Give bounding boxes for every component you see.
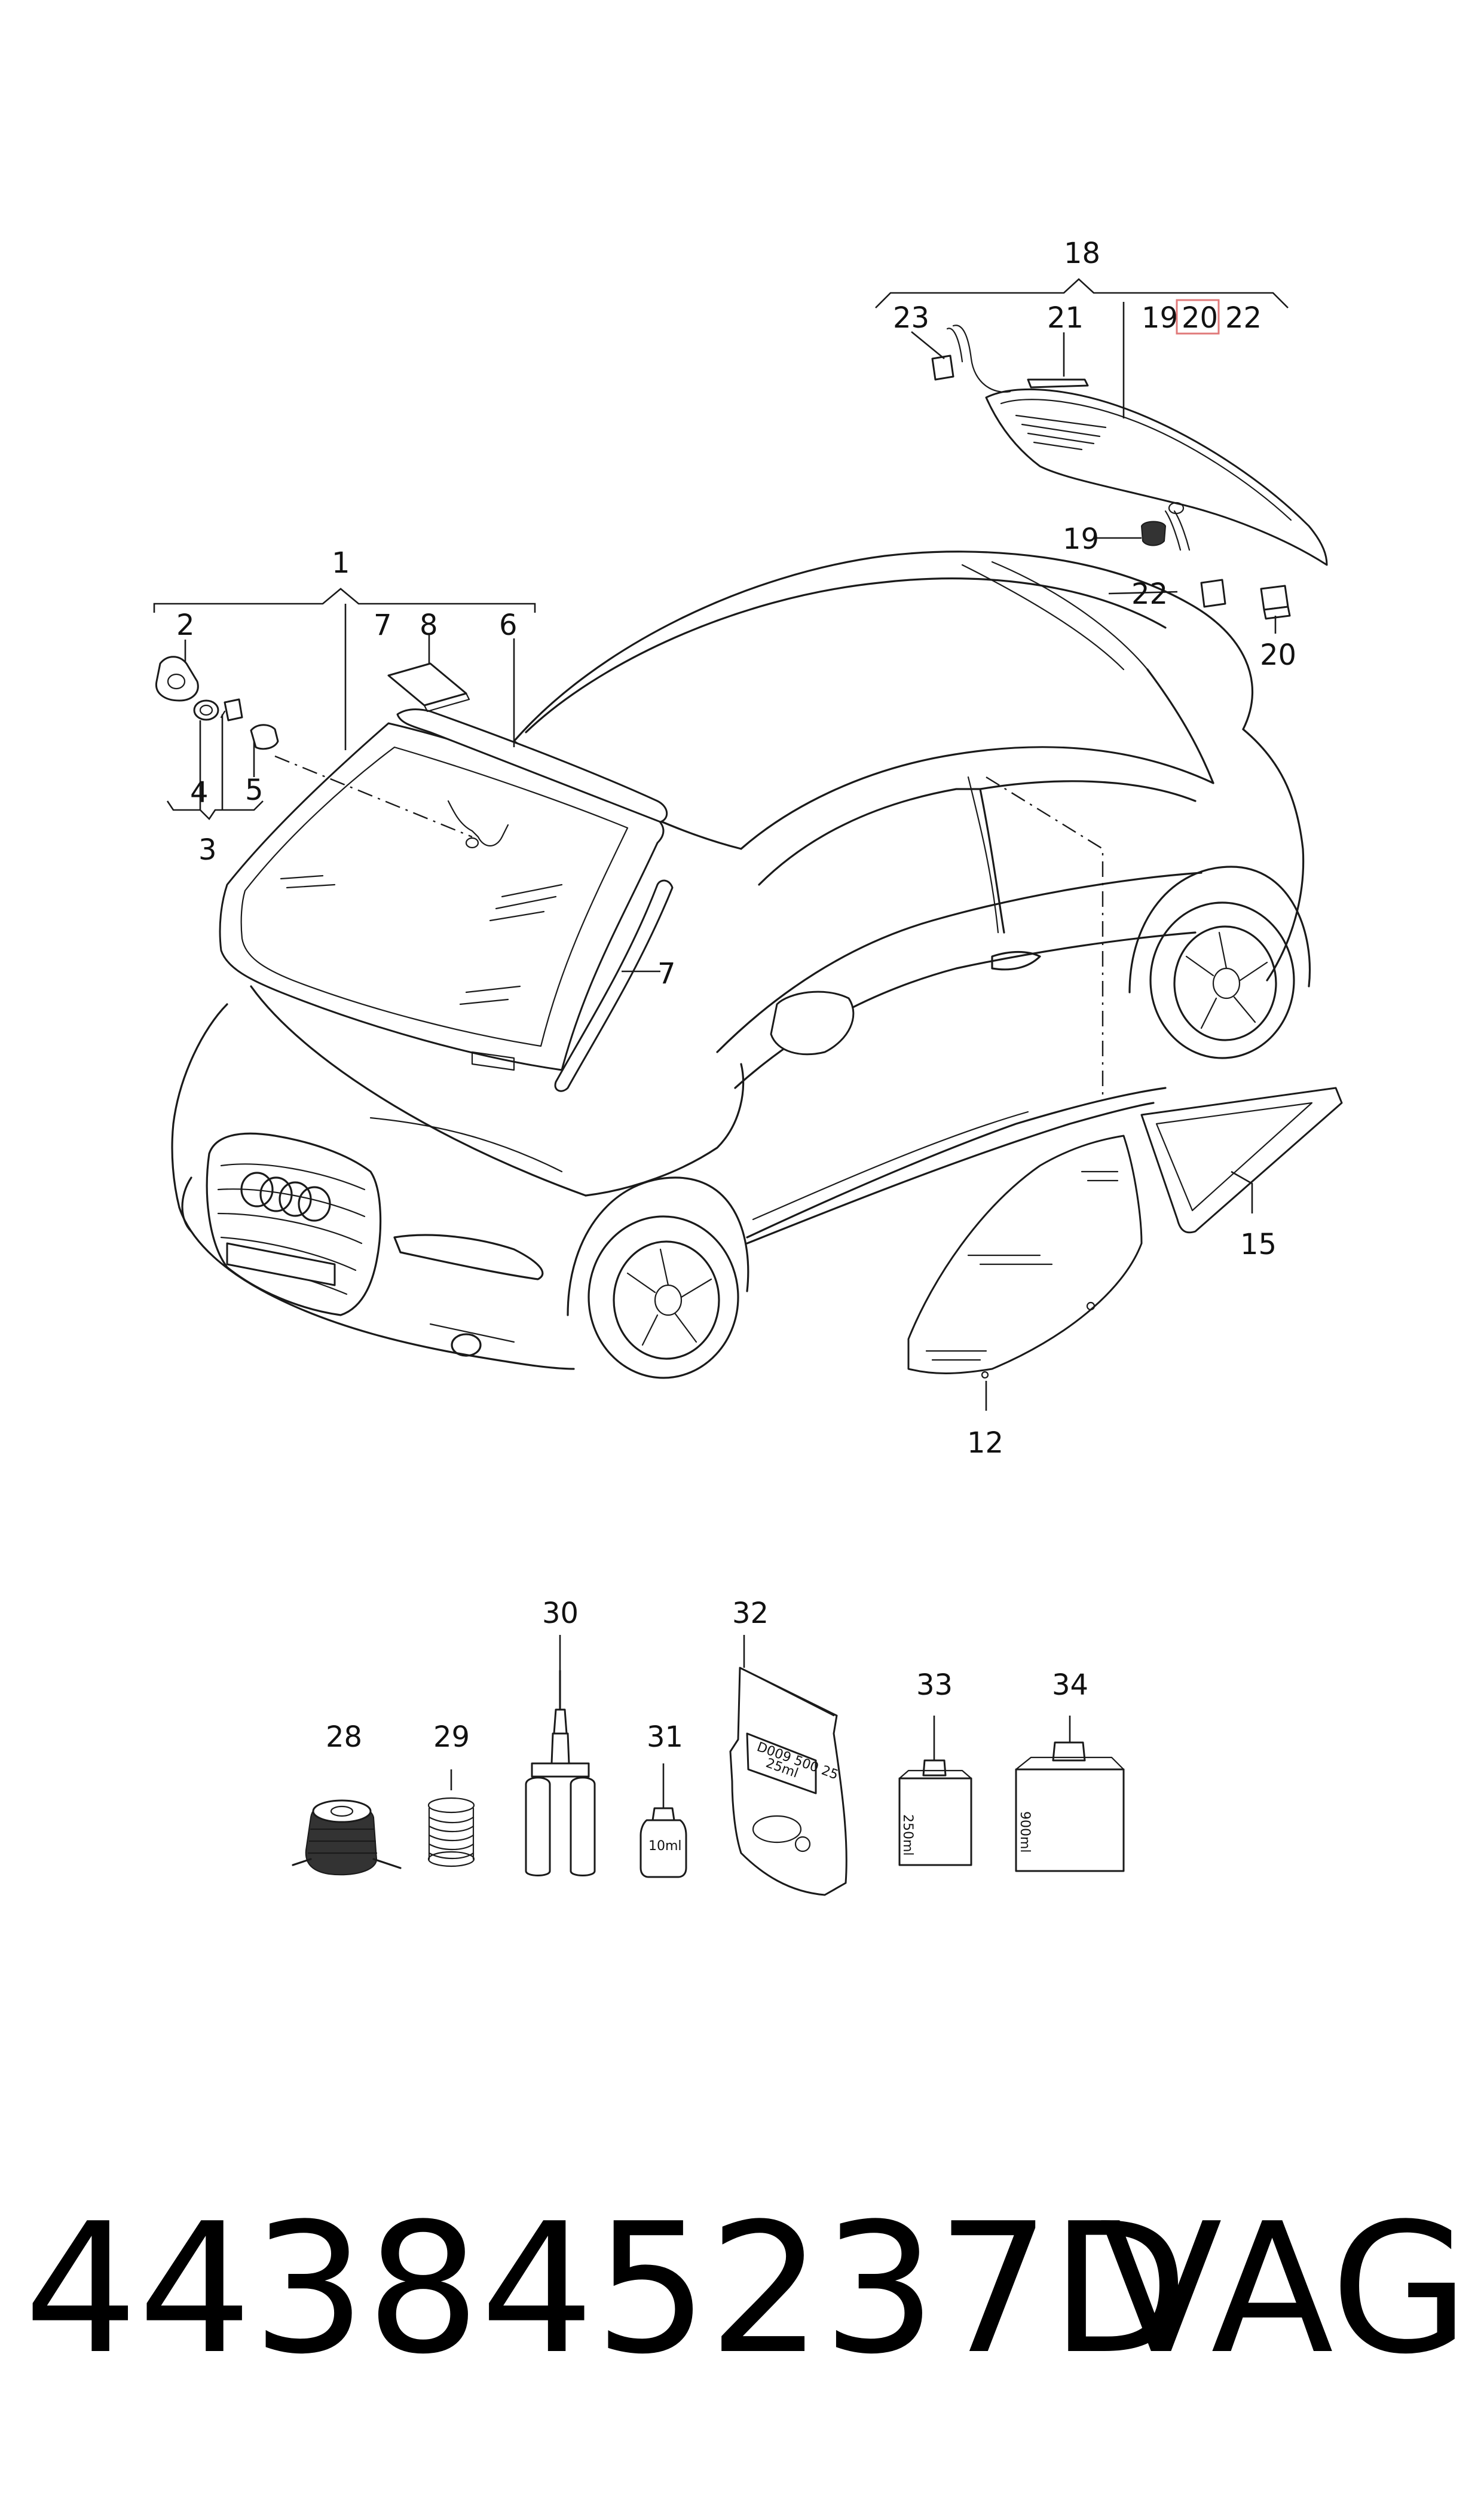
part-number: 443845237D: [24, 2185, 1189, 2393]
callout-2: 2: [176, 609, 195, 642]
bottle-34-label: 900ml: [1017, 1811, 1032, 1853]
callout-5: 5: [245, 774, 264, 807]
door-window-part: [907, 1135, 1143, 1374]
clip-parts: [155, 656, 279, 750]
car-body-illustration: [171, 551, 1311, 1379]
callout-22-side: 22: [1131, 577, 1168, 611]
highlight-box-20: [1176, 299, 1220, 335]
callout-18: 18: [1064, 237, 1100, 270]
callout-31: 31: [647, 1720, 683, 1754]
windscreen-top-trim-part: [396, 708, 668, 823]
door-window-marks: [925, 1170, 1119, 1379]
callout-labels: 1 2 7 8 6 4 5 3 7 18 23 21 19 20 22 19 2…: [176, 237, 1296, 1754]
leader-lines: [153, 278, 1289, 1411]
callout-20-top: 20: [1182, 301, 1218, 335]
callout-1: 1: [332, 546, 350, 580]
callout-12: 12: [967, 1426, 1003, 1460]
rear-window-part: [931, 325, 1328, 620]
bottle-product-31: 10ml: [640, 1763, 687, 1878]
windscreen-part: [219, 722, 665, 1071]
callout-7-top: 7: [374, 609, 392, 642]
bottle-product-34: 900ml: [1015, 1716, 1125, 1872]
bottle-31-label: 10ml: [648, 1839, 682, 1854]
callout-19-top: 19: [1142, 301, 1178, 335]
sticker-part: [387, 662, 467, 707]
cartridge-product-30: [525, 1635, 596, 1876]
callout-8: 8: [420, 609, 438, 642]
bag-product-32: D009 500 25 25ml: [729, 1635, 847, 1896]
callout-21: 21: [1047, 301, 1084, 335]
callout-28: 28: [326, 1720, 362, 1754]
windscreen-side-trim-part: [554, 879, 674, 1092]
bottle-product-33: 250ml: [898, 1716, 972, 1866]
quarter-window-part: [1140, 1087, 1343, 1234]
callout-34: 34: [1052, 1668, 1088, 1702]
spring-product-29: [427, 1769, 475, 1867]
callout-3: 3: [198, 833, 217, 867]
callout-22-top: 22: [1225, 301, 1262, 335]
callout-4: 4: [190, 776, 209, 809]
coil-product-28: [292, 1799, 402, 1876]
callout-19-side: 19: [1063, 522, 1099, 556]
callout-32: 32: [732, 1597, 769, 1630]
callout-33: 33: [916, 1668, 953, 1702]
callout-7-side: 7: [657, 957, 676, 990]
callout-6: 6: [499, 609, 518, 642]
guide-line-quarter-window: [986, 776, 1104, 1100]
callout-15: 15: [1240, 1228, 1277, 1261]
brand-name: VAG: [1100, 2185, 1470, 2393]
guide-line-windscreen: [274, 755, 473, 838]
callout-29: 29: [433, 1720, 470, 1754]
bottle-33-label: 250ml: [900, 1814, 915, 1856]
callout-23: 23: [893, 301, 929, 335]
callout-20-side: 20: [1260, 638, 1296, 672]
callout-30: 30: [542, 1597, 579, 1630]
